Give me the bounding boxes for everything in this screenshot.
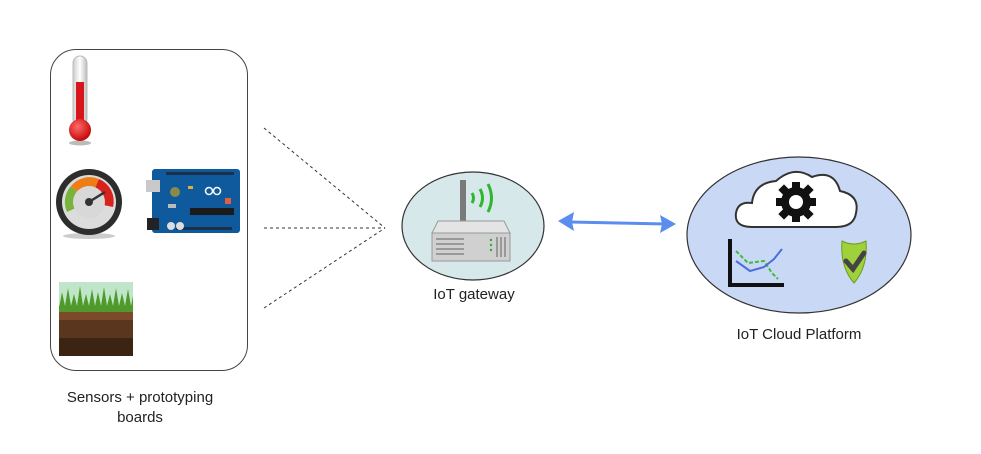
sensors-label-line2: boards bbox=[117, 409, 163, 426]
gateway-label: IoT gateway bbox=[433, 286, 515, 303]
pressure-gauge-icon bbox=[56, 169, 122, 239]
wireless-router-icon bbox=[431, 180, 511, 262]
sensors-group-box bbox=[50, 49, 248, 371]
soil-icon bbox=[59, 282, 133, 356]
thermometer-icon bbox=[69, 55, 91, 146]
cloud-platform-node bbox=[686, 156, 912, 314]
bidirectional-arrow bbox=[558, 212, 676, 233]
gateway-node bbox=[401, 171, 545, 281]
dashed-connector-top bbox=[263, 127, 386, 229]
line-chart-icon bbox=[728, 239, 784, 287]
cloud-platform-label: IoT Cloud Platform bbox=[736, 326, 862, 343]
cloud-gear-icon bbox=[734, 170, 858, 228]
dashed-connector-bottom bbox=[263, 227, 386, 309]
sensors-group-label: Sensors + prototyping boards bbox=[30, 388, 250, 428]
arduino-board-icon bbox=[146, 169, 240, 233]
security-shield-check-icon bbox=[841, 240, 867, 284]
sensors-label-line1: Sensors + prototyping bbox=[66, 389, 214, 406]
